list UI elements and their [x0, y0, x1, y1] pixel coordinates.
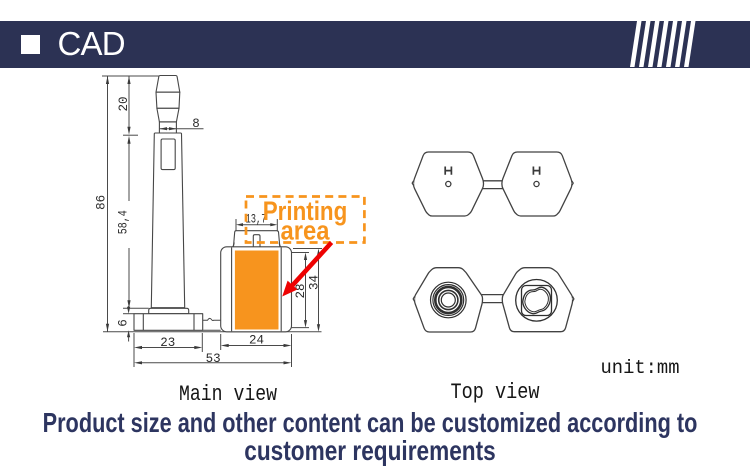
svg-text:58,4: 58,4 — [117, 210, 131, 234]
svg-text:53: 53 — [206, 352, 221, 366]
svg-text:Main view: Main view — [179, 382, 277, 407]
svg-text:8: 8 — [192, 117, 200, 131]
svg-text:28: 28 — [294, 283, 308, 298]
svg-text:20: 20 — [117, 96, 131, 111]
svg-text:6: 6 — [117, 319, 131, 327]
svg-text:unit:mm: unit:mm — [601, 357, 680, 379]
svg-text:24: 24 — [249, 333, 264, 347]
svg-text:Printing: Printing — [263, 196, 348, 226]
svg-text:13,7: 13,7 — [246, 213, 267, 227]
svg-text:Top view: Top view — [451, 380, 540, 405]
svg-text:23: 23 — [160, 336, 175, 350]
svg-text:area: area — [281, 216, 331, 246]
svg-text:86: 86 — [95, 195, 109, 210]
svg-text:34: 34 — [308, 275, 322, 290]
